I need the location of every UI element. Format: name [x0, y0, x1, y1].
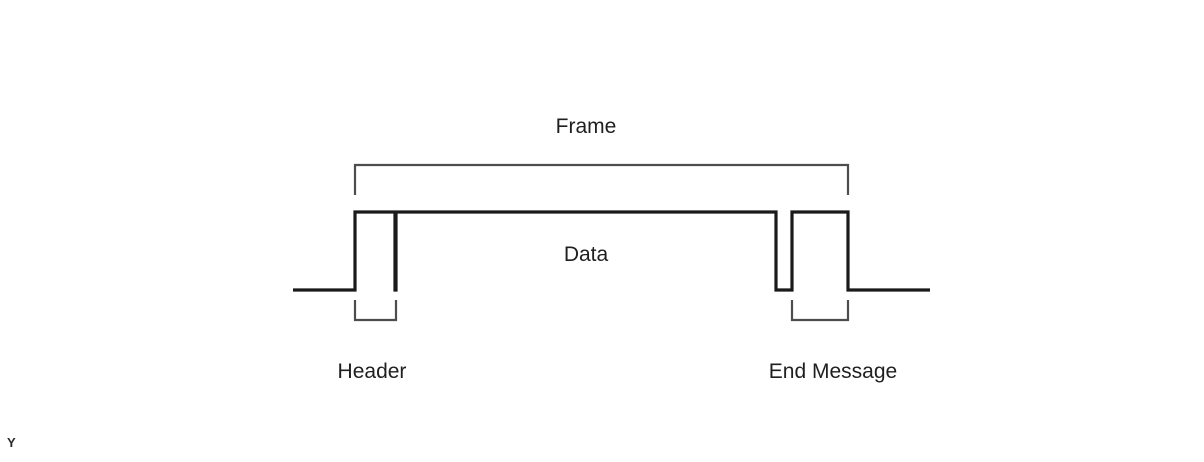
header-bracket — [353, 300, 398, 322]
corner-y-glyph: Y — [7, 435, 16, 450]
frame-bracket — [353, 163, 850, 195]
end-message-label: End Message — [769, 360, 897, 383]
end-message-bracket — [790, 300, 850, 322]
frame-label: Frame — [556, 115, 617, 138]
data-label: Data — [564, 243, 609, 266]
header-label: Header — [338, 360, 407, 383]
waveform-signal-path — [293, 210, 930, 292]
